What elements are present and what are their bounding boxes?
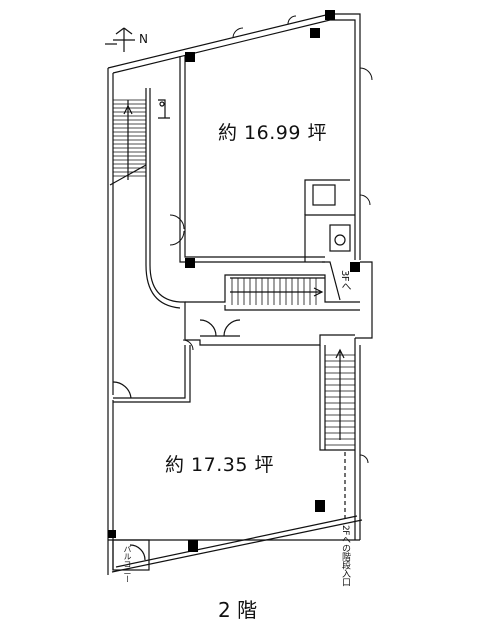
lower-unit-walls: [112, 345, 191, 571]
right-stair: [319, 345, 355, 520]
structural-pillars: [108, 10, 360, 552]
upper-unit-walls: [179, 56, 355, 263]
balcony-label: バルコニー: [123, 545, 132, 583]
upper-unit-area: 約 16.99 坪: [218, 122, 327, 144]
lower-unit-area: 約 17.35 坪: [165, 454, 274, 476]
stair-label-to-3f: 3Fへ: [339, 270, 350, 291]
door-arcs: [169, 15, 373, 464]
stair-entrance-label: 2Fへの階段入口: [340, 525, 350, 586]
outer-wall: [107, 13, 373, 575]
floor-label: 2 階: [218, 598, 258, 622]
center-stair: [184, 261, 360, 346]
north-arrow-icon: [105, 27, 135, 52]
north-label: N: [139, 32, 148, 46]
left-corridor: [109, 88, 186, 325]
